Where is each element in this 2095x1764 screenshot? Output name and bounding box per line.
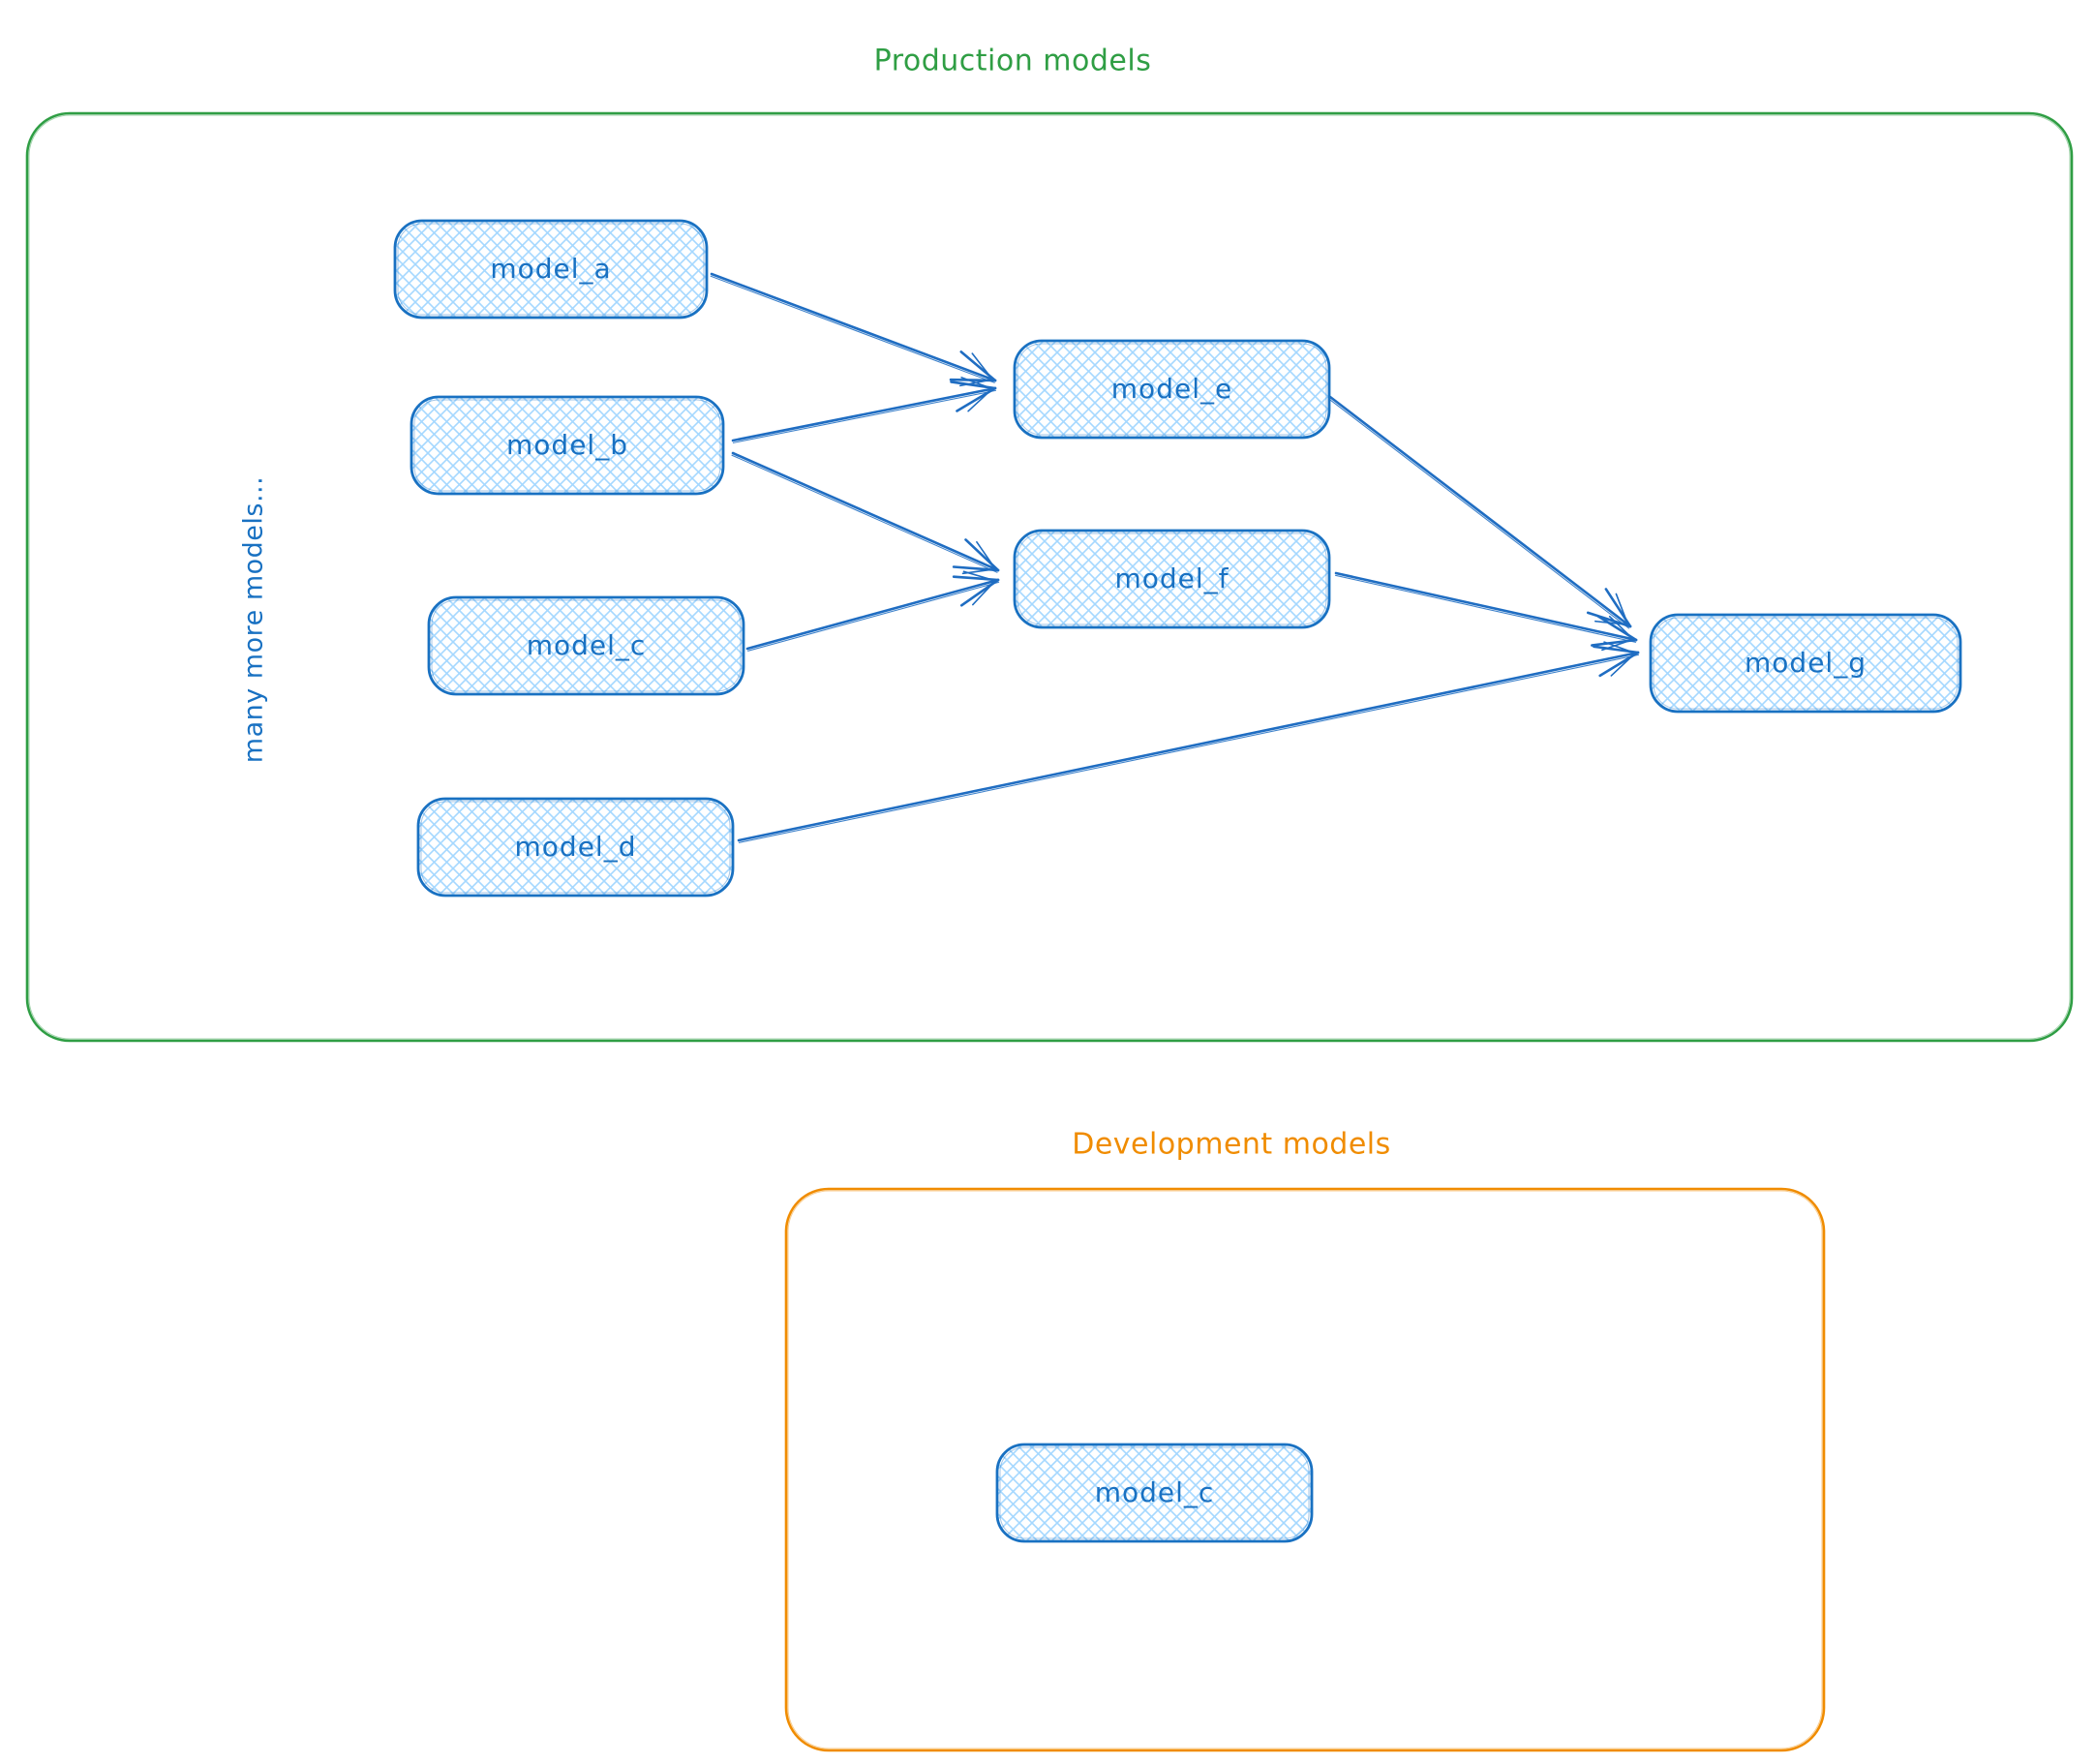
edge-model_d-model_g bbox=[737, 641, 1640, 843]
production-title: Production models bbox=[873, 44, 1152, 78]
edge-model_b-model_f bbox=[731, 451, 1000, 575]
node-label: model_e bbox=[1111, 373, 1232, 405]
edge-model_e-model_g bbox=[1327, 395, 1632, 629]
node-label: model_d bbox=[515, 831, 637, 863]
node-model_c_dev: model_c bbox=[995, 1443, 1314, 1543]
node-box bbox=[1013, 339, 1331, 440]
node-model_b: model_b bbox=[410, 395, 725, 496]
many-more-models-note: many more models... bbox=[238, 475, 269, 764]
node-model_e: model_e bbox=[1013, 339, 1331, 440]
node-label: model_c bbox=[527, 629, 647, 661]
node-box bbox=[1649, 613, 1962, 714]
node-label: model_a bbox=[490, 253, 611, 285]
container-development bbox=[784, 1187, 1826, 1752]
edge-model_c-model_f bbox=[745, 570, 1000, 652]
node-model_d: model_d bbox=[416, 797, 735, 897]
development-title: Development models bbox=[1072, 1127, 1391, 1162]
edge-model_f-model_g bbox=[1334, 571, 1638, 652]
node-box bbox=[427, 595, 745, 696]
container-production bbox=[25, 111, 2074, 1043]
edge-model_a-model_e bbox=[710, 272, 997, 387]
node-box bbox=[995, 1443, 1314, 1543]
node-box bbox=[416, 797, 735, 897]
node-box bbox=[393, 219, 709, 319]
node-model_g: model_g bbox=[1649, 613, 1962, 714]
edge-model_b-model_e bbox=[731, 377, 997, 443]
node-label: model_g bbox=[1745, 647, 1867, 679]
node-model_a: model_a bbox=[393, 219, 709, 319]
node-label: model_b bbox=[506, 429, 628, 461]
node-box bbox=[1013, 529, 1331, 629]
node-box bbox=[410, 395, 725, 496]
node-label: model_f bbox=[1114, 563, 1229, 594]
node-model_f: model_f bbox=[1013, 529, 1331, 629]
node-label: model_c bbox=[1095, 1476, 1215, 1508]
node-model_c: model_c bbox=[427, 595, 745, 696]
